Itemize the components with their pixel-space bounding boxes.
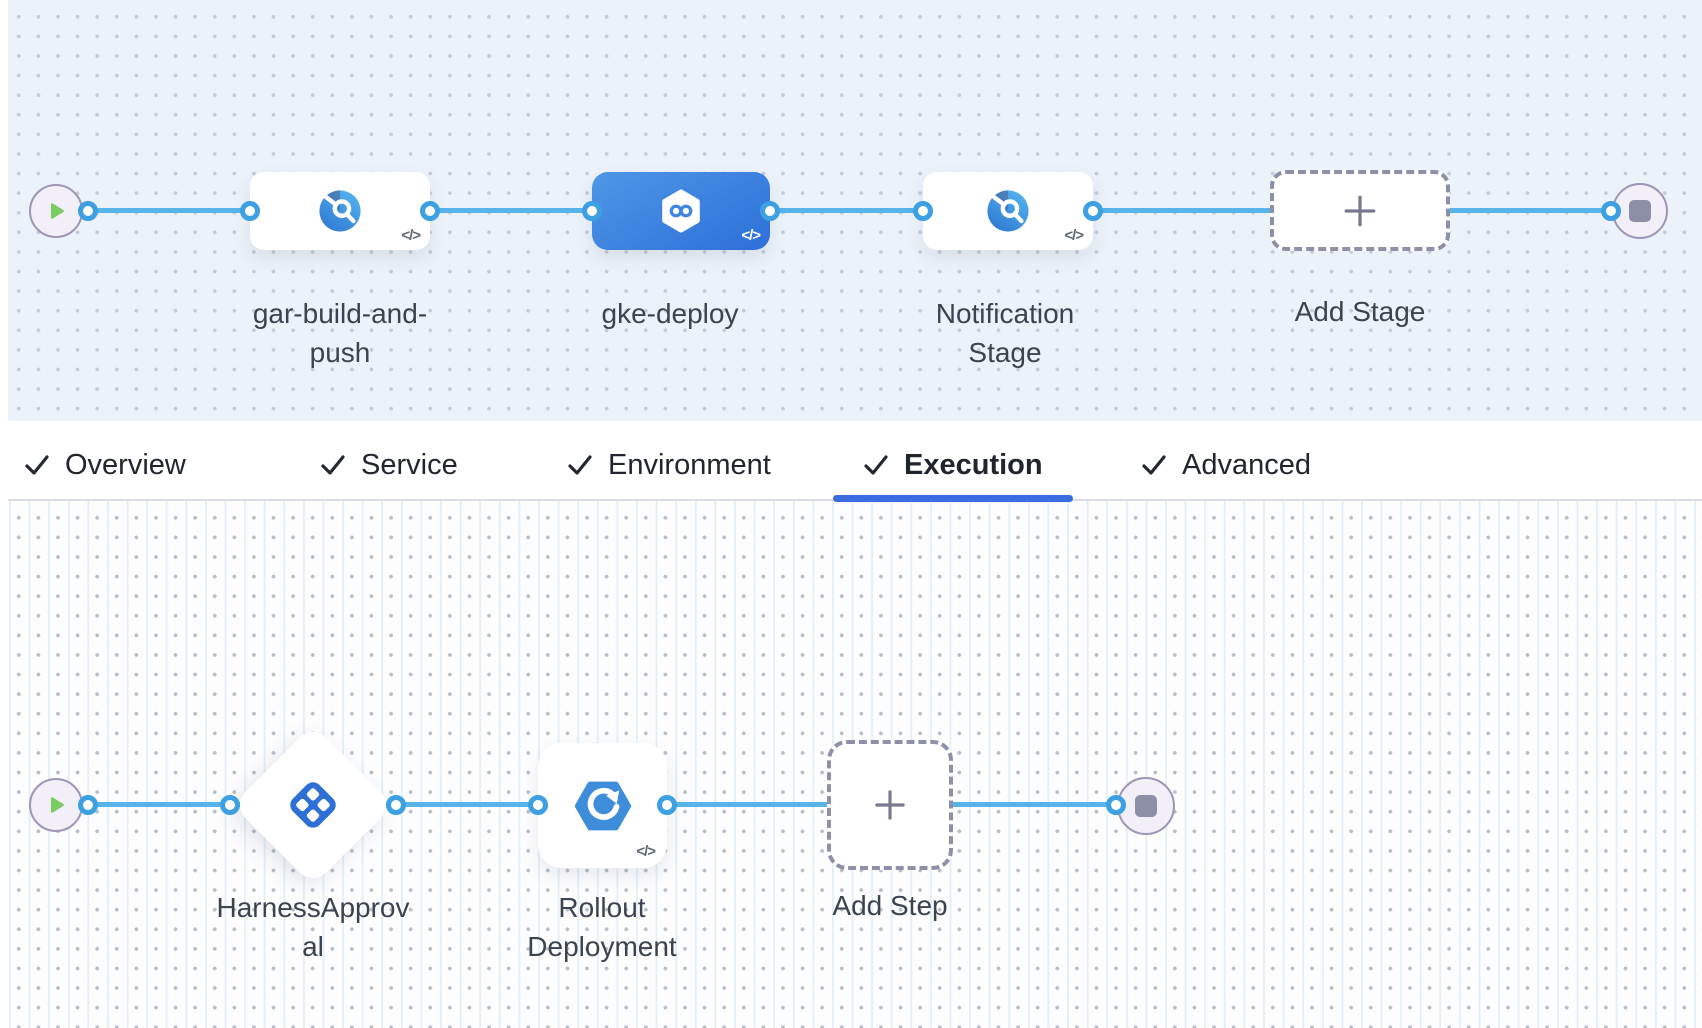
port[interactable] [913,201,933,221]
yaml-code-badge[interactable]: </> [401,227,421,244]
deploy-stage-icon [659,189,703,233]
tab-overview[interactable]: Overview [23,445,186,485]
pipeline-end-node[interactable] [1612,183,1668,239]
gke-rollout-icon [572,776,634,836]
yaml-code-badge[interactable]: </> [1064,227,1084,244]
tab-service[interactable]: Service [319,445,458,485]
check-icon [1140,451,1168,479]
port[interactable] [78,201,98,221]
port[interactable] [1083,201,1103,221]
stage-label[interactable]: Notification Stage [935,298,1075,368]
port[interactable] [220,795,240,815]
port[interactable] [78,795,98,815]
add-step-label[interactable]: Add Step [832,890,948,921]
stage-label[interactable]: gar-build-and-push [252,298,428,368]
tab-label: Service [361,449,458,481]
stage-config-tab-bar: Overview Service Environment Execution A… [0,421,1702,502]
plus-icon [869,784,911,826]
stage-label[interactable]: gke-deploy [601,298,739,329]
port[interactable] [240,201,260,221]
stage-card-notification-stage[interactable]: </> [923,172,1093,250]
add-stage-button[interactable] [1270,170,1450,251]
tab-label: Execution [904,449,1043,481]
port[interactable] [386,795,406,815]
tab-label: Environment [608,449,771,481]
active-tab-underline [833,495,1073,502]
steps-end-node[interactable] [1117,777,1175,835]
custom-stage-icon [985,188,1031,234]
pipeline-start-node[interactable] [29,184,83,238]
tab-label: Overview [65,449,186,481]
canvas-left-edge [0,0,8,1028]
step-harness-approval[interactable] [232,724,394,886]
tab-label: Advanced [1182,449,1311,481]
yaml-code-badge[interactable]: </> [636,843,656,860]
stage-card-gke-deploy[interactable]: </> [592,172,770,250]
step-label[interactable]: HarnessApproval [216,892,410,962]
execution-step-canvas[interactable]: </> HarnessApproval Rollout Deployment A… [0,501,1702,1028]
yaml-code-badge[interactable]: </> [741,227,761,244]
play-icon [44,199,68,223]
stop-icon [1629,200,1651,222]
tab-environment[interactable]: Environment [566,445,771,485]
steps-start-node[interactable] [29,778,83,832]
stage-pipeline-canvas[interactable]: </> </> </> [0,0,1702,421]
check-icon [862,451,890,479]
step-rollout-deployment[interactable]: </> [538,743,667,868]
check-icon [319,451,347,479]
port[interactable] [420,201,440,221]
check-icon [23,451,51,479]
port[interactable] [582,201,602,221]
approval-icon [284,776,342,834]
play-icon [44,793,68,817]
plus-icon [1338,189,1382,233]
step-label[interactable]: Rollout Deployment [527,892,677,962]
tab-advanced[interactable]: Advanced [1140,445,1311,485]
port[interactable] [1601,201,1621,221]
check-icon [566,451,594,479]
add-stage-label[interactable]: Add Stage [1294,296,1426,327]
add-step-button[interactable] [827,740,953,870]
port[interactable] [760,201,780,221]
tab-execution[interactable]: Execution [862,445,1043,485]
stage-connector-line [88,208,1611,213]
stage-card-gar-build-and-push[interactable]: </> [250,172,430,250]
port[interactable] [528,795,548,815]
custom-stage-icon [317,188,363,234]
stop-icon [1135,795,1157,817]
port[interactable] [1106,795,1126,815]
port[interactable] [657,795,677,815]
